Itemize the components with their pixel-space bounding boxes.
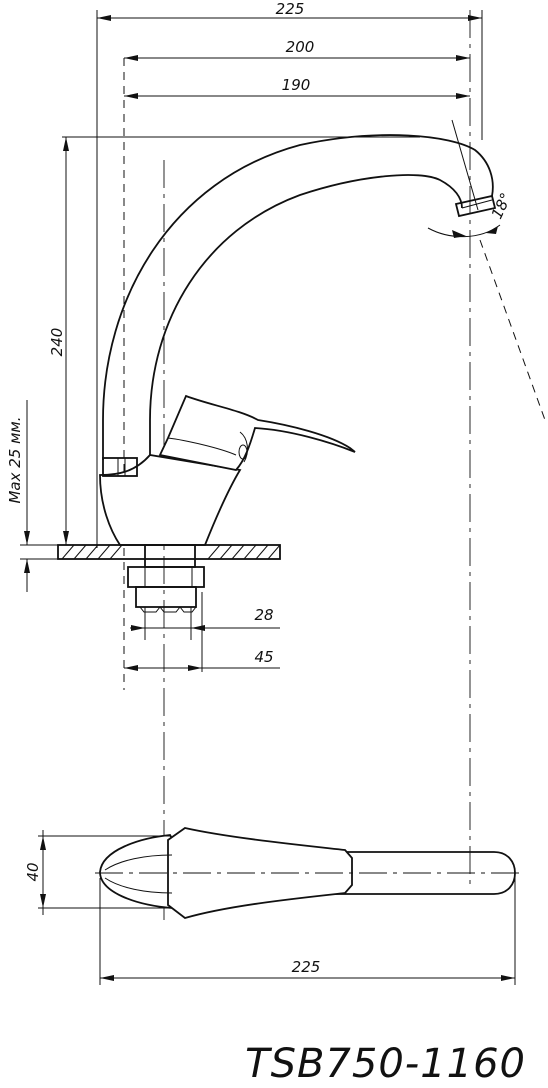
dimension-190: 190 xyxy=(124,76,470,99)
faucet-side-view xyxy=(57,134,497,613)
dimension-225-top: 225 xyxy=(96,0,483,548)
dimension-225-bottom: 225 xyxy=(99,878,516,985)
dim-label-240: 240 xyxy=(48,328,66,357)
dimension-240: 240 xyxy=(48,136,420,545)
dim-label-max-25: Max 25 мм. xyxy=(6,416,24,503)
dim-label-40: 40 xyxy=(24,862,42,881)
dim-label-200: 200 xyxy=(286,38,315,56)
dim-label-45: 45 xyxy=(254,648,273,666)
dimension-40: 40 xyxy=(24,830,172,915)
dimension-angle: 18° xyxy=(427,119,515,238)
dimension-200: 200 xyxy=(124,38,470,61)
dim-label-190: 190 xyxy=(282,76,311,94)
dim-label-225-top: 225 xyxy=(276,0,305,18)
dim-label-225-bottom: 225 xyxy=(292,958,321,976)
spray-angle-line xyxy=(479,239,546,421)
faucet-top-view xyxy=(99,827,516,919)
dim-label-28: 28 xyxy=(254,606,273,624)
dimension-max-mount: Max 25 мм. xyxy=(6,400,62,592)
dimension-45: 45 xyxy=(124,592,280,672)
dimension-28: 28 xyxy=(130,606,280,640)
model-number: TSB750-1160 xyxy=(245,1041,526,1087)
